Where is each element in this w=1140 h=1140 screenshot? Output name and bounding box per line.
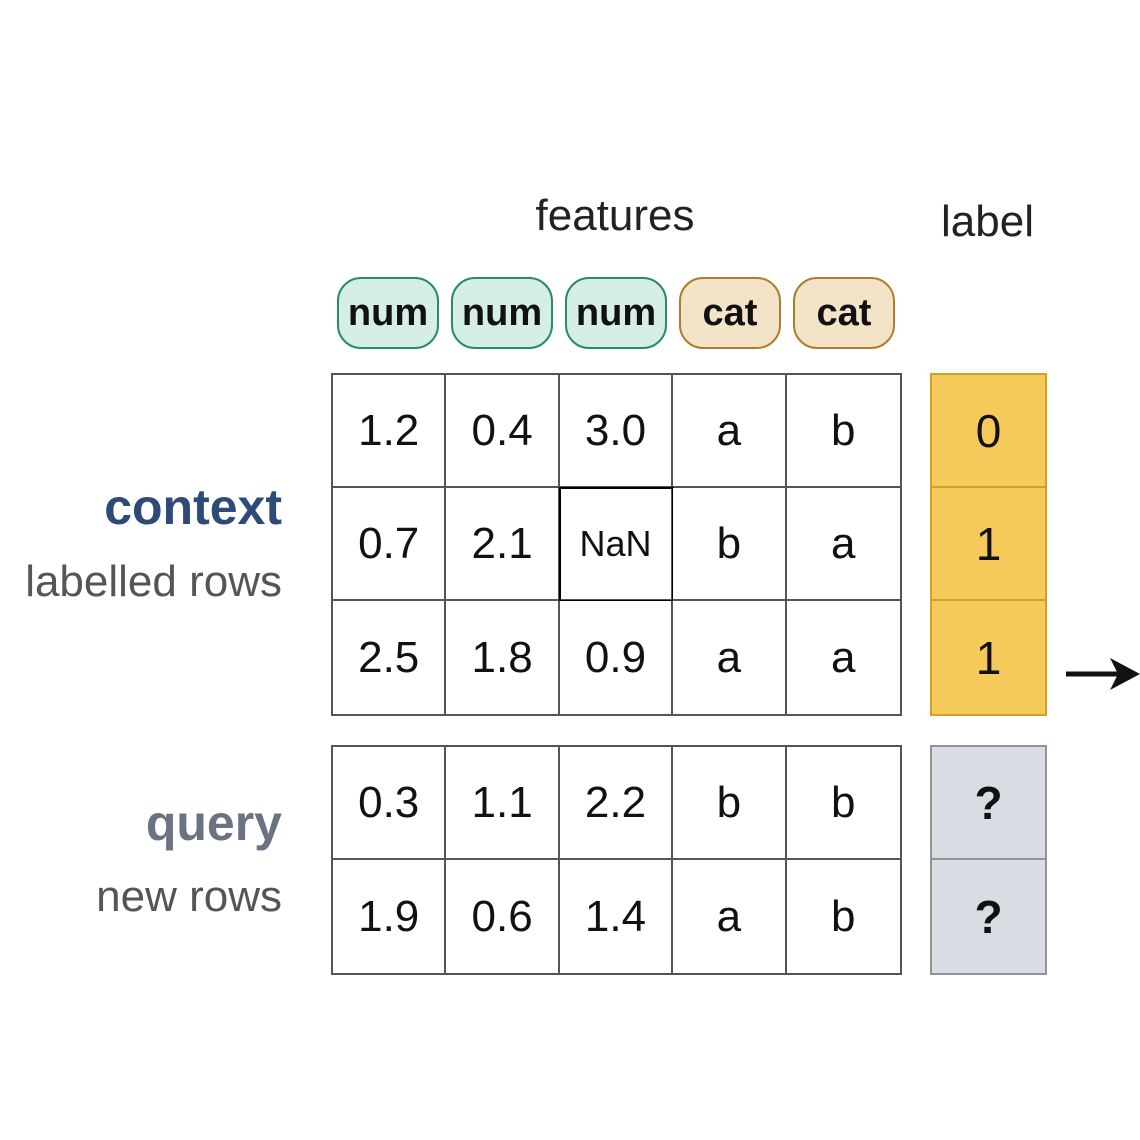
table-cell: 3.0 (559, 375, 674, 488)
table-cell: 0.7 (333, 488, 447, 601)
query-table: 0.3 1.1 2.2 b b 1.9 0.6 1.4 a b (331, 745, 902, 975)
features-heading: features (535, 191, 695, 240)
unknown-label-cell: ? (932, 747, 1045, 860)
table-cell: a (786, 601, 900, 714)
table-cell: 1.1 (446, 747, 560, 860)
table-cell: b (786, 747, 900, 860)
table-cell: 1.2 (333, 375, 447, 488)
table-cell: 2.5 (333, 601, 447, 714)
unknown-label-cell: ? (974, 890, 1003, 943)
context-subtitle: labelled rows (25, 557, 282, 606)
query-label-column: ? ? (930, 745, 1047, 975)
table-cell: a (786, 488, 900, 601)
label-cell: 1 (932, 488, 1045, 601)
label-cell: 0 (932, 375, 1045, 488)
feature-type-pill-2: num (451, 277, 553, 349)
feature-type-pill-3: num (565, 277, 667, 349)
query-subtitle: new rows (96, 872, 282, 921)
context-label-column: 0 1 1 (930, 373, 1047, 716)
feature-type-pill-4: cat (679, 277, 781, 349)
context-title: context (104, 479, 282, 535)
table-cell: 2.1 (446, 488, 560, 601)
table-cell: a (673, 601, 787, 714)
label-cell: 1 (975, 631, 1002, 684)
table-cell: a (673, 375, 787, 488)
label-heading: label (941, 197, 1034, 246)
table-cell: b (673, 488, 787, 601)
table-cell: a (673, 860, 787, 973)
table-cell: 0.4 (446, 375, 560, 488)
table-cell: 0.6 (446, 860, 560, 973)
context-table: 1.2 0.4 3.0 a b 0.7 2.1 NaN b a 2.5 1.8 … (331, 373, 902, 716)
table-cell: 2.2 (559, 747, 674, 860)
table-cell: b (673, 747, 787, 860)
table-cell: b (786, 860, 900, 973)
missing-value-cell: NaN (558, 487, 675, 602)
right-arrow-icon (1066, 658, 1140, 690)
table-cell: 1.8 (446, 601, 560, 714)
query-title: query (145, 795, 282, 851)
table-cell: 0.9 (559, 601, 674, 714)
table-cell: b (786, 375, 900, 488)
table-cell: 0.3 (333, 747, 447, 860)
feature-type-pill-1: num (337, 277, 439, 349)
table-cell: 1.4 (559, 860, 674, 973)
table-cell: 1.9 (333, 860, 447, 973)
feature-type-pill-5: cat (793, 277, 895, 349)
